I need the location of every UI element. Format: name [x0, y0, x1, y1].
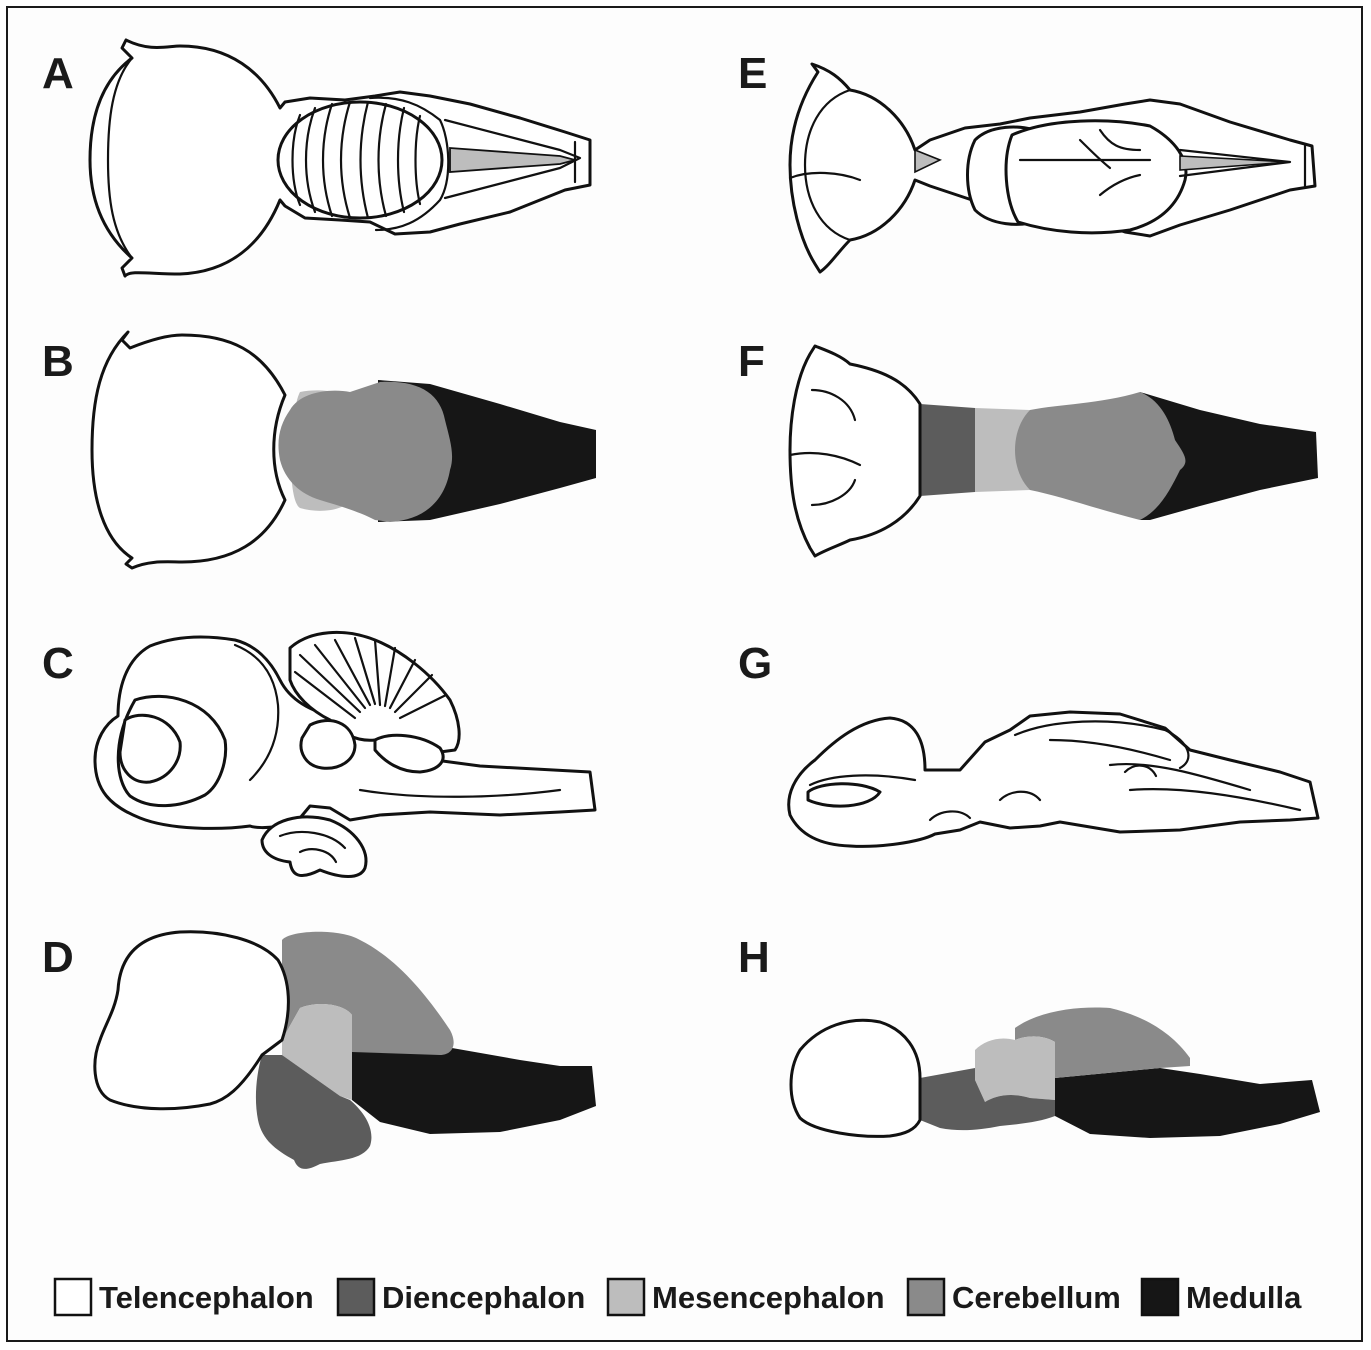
legend-label-medulla: Medulla [1186, 1280, 1302, 1315]
legend-swatch-cerebellum [908, 1279, 944, 1315]
panel-b-brain [92, 332, 596, 568]
legend-item-diencephalon: Diencephalon [338, 1279, 585, 1315]
legend: Telencephalon Diencephalon Mesencephalon… [55, 1279, 1302, 1315]
legend-label-telencephalon: Telencephalon [99, 1280, 314, 1315]
legend-item-medulla: Medulla [1142, 1279, 1302, 1315]
panel-h-brain [791, 1008, 1320, 1138]
legend-swatch-mesencephalon [608, 1279, 644, 1315]
legend-swatch-telencephalon [55, 1279, 91, 1315]
panel-d-brain [95, 932, 596, 1169]
panel-label-e: E [738, 49, 767, 98]
panel-label-a: A [42, 49, 74, 98]
panel-g-brain [789, 712, 1318, 846]
legend-swatch-medulla [1142, 1279, 1178, 1315]
legend-label-diencephalon: Diencephalon [382, 1280, 585, 1315]
legend-swatch-diencephalon [338, 1279, 374, 1315]
legend-label-cerebellum: Cerebellum [952, 1280, 1121, 1315]
legend-item-telencephalon: Telencephalon [55, 1279, 314, 1315]
panel-label-d: D [42, 933, 74, 982]
panel-label-h: H [738, 933, 770, 982]
panel-label-g: G [738, 639, 772, 688]
panel-label-b: B [42, 337, 74, 386]
panel-label-f: F [738, 337, 765, 386]
panel-e-brain [790, 64, 1315, 272]
panel-c-brain [95, 632, 595, 876]
panel-a-brain [90, 40, 590, 276]
legend-label-mesencephalon: Mesencephalon [652, 1280, 885, 1315]
legend-item-mesencephalon: Mesencephalon [608, 1279, 885, 1315]
legend-item-cerebellum: Cerebellum [908, 1279, 1121, 1315]
panel-label-c: C [42, 639, 74, 688]
panel-f-brain [790, 346, 1318, 556]
